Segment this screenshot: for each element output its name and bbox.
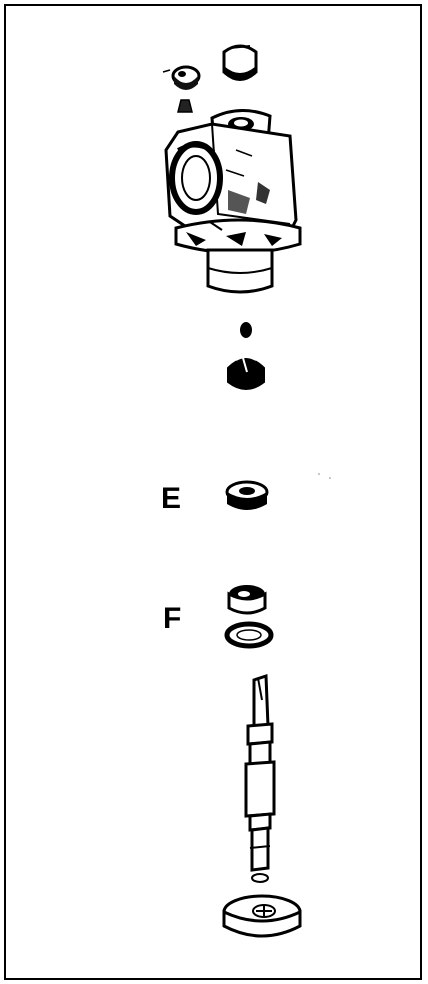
small-bead-part bbox=[240, 322, 252, 338]
bushing-f-part bbox=[227, 585, 267, 615]
round-nut-part bbox=[227, 356, 265, 390]
part-label-f: F bbox=[163, 602, 182, 635]
set-screw-part bbox=[177, 99, 193, 113]
housing-body-part bbox=[164, 109, 302, 294]
top-cap-part bbox=[222, 44, 258, 81]
o-ring-part bbox=[224, 621, 274, 649]
small-nut-part bbox=[162, 65, 201, 90]
bushing-e-part bbox=[225, 480, 269, 510]
washer-part bbox=[222, 894, 302, 938]
speck-mark bbox=[329, 477, 331, 479]
shaft-part bbox=[244, 673, 276, 883]
part-label-e: E bbox=[161, 482, 182, 515]
speck-mark bbox=[318, 473, 320, 475]
